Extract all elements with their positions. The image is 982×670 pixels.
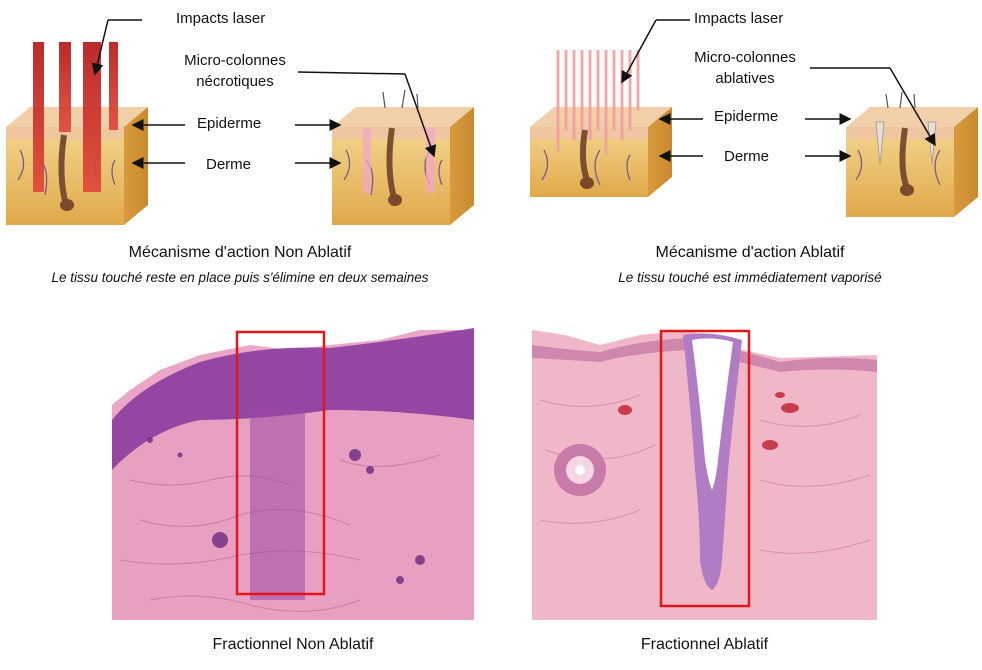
caption-fractionnel-non-ablatif: Fractionnel Non Ablatif xyxy=(212,636,374,653)
skin-block-non-ablative-result xyxy=(332,89,474,225)
title-non-ablatif: Mécanisme d'action Non Ablatif xyxy=(128,244,352,261)
label-micro-colonnes-right: Micro-colonnes ablatives xyxy=(680,47,810,89)
title-ablatif: Mécanisme d'action Ablatif xyxy=(655,244,845,261)
label-impacts-laser-left: Impacts laser xyxy=(176,10,266,27)
skin-block-non-ablative-treated xyxy=(6,42,148,225)
label-impacts-laser-right: Impacts laser xyxy=(694,10,784,27)
label-epiderme-right: Epiderme xyxy=(714,108,779,125)
skin-block-ablative-result xyxy=(846,91,978,217)
label-derme-right: Derme xyxy=(724,148,770,165)
label-micro-line2-left: nécrotiques xyxy=(196,73,274,90)
subtitle-non-ablatif: Le tissu touché reste en place puis s'él… xyxy=(51,270,429,285)
label-micro-colonnes-left: Micro-colonnes nécrotiques xyxy=(170,50,300,92)
label-epiderme-left: Epiderme xyxy=(197,115,262,132)
label-micro-line1-right: Micro-colonnes xyxy=(694,49,796,66)
label-derme-left: Derme xyxy=(206,156,252,173)
caption-fractionnel-ablatif: Fractionnel Ablatif xyxy=(640,636,769,653)
histology-image-ablative xyxy=(532,320,877,620)
label-micro-line2-right: ablatives xyxy=(715,70,775,87)
subtitle-ablatif: Le tissu touché est immédiatement vapori… xyxy=(618,270,882,285)
label-micro-line1-left: Micro-colonnes xyxy=(184,52,286,69)
skin-block-ablative-treated xyxy=(530,50,672,197)
histology-image-non-ablative xyxy=(112,318,474,620)
